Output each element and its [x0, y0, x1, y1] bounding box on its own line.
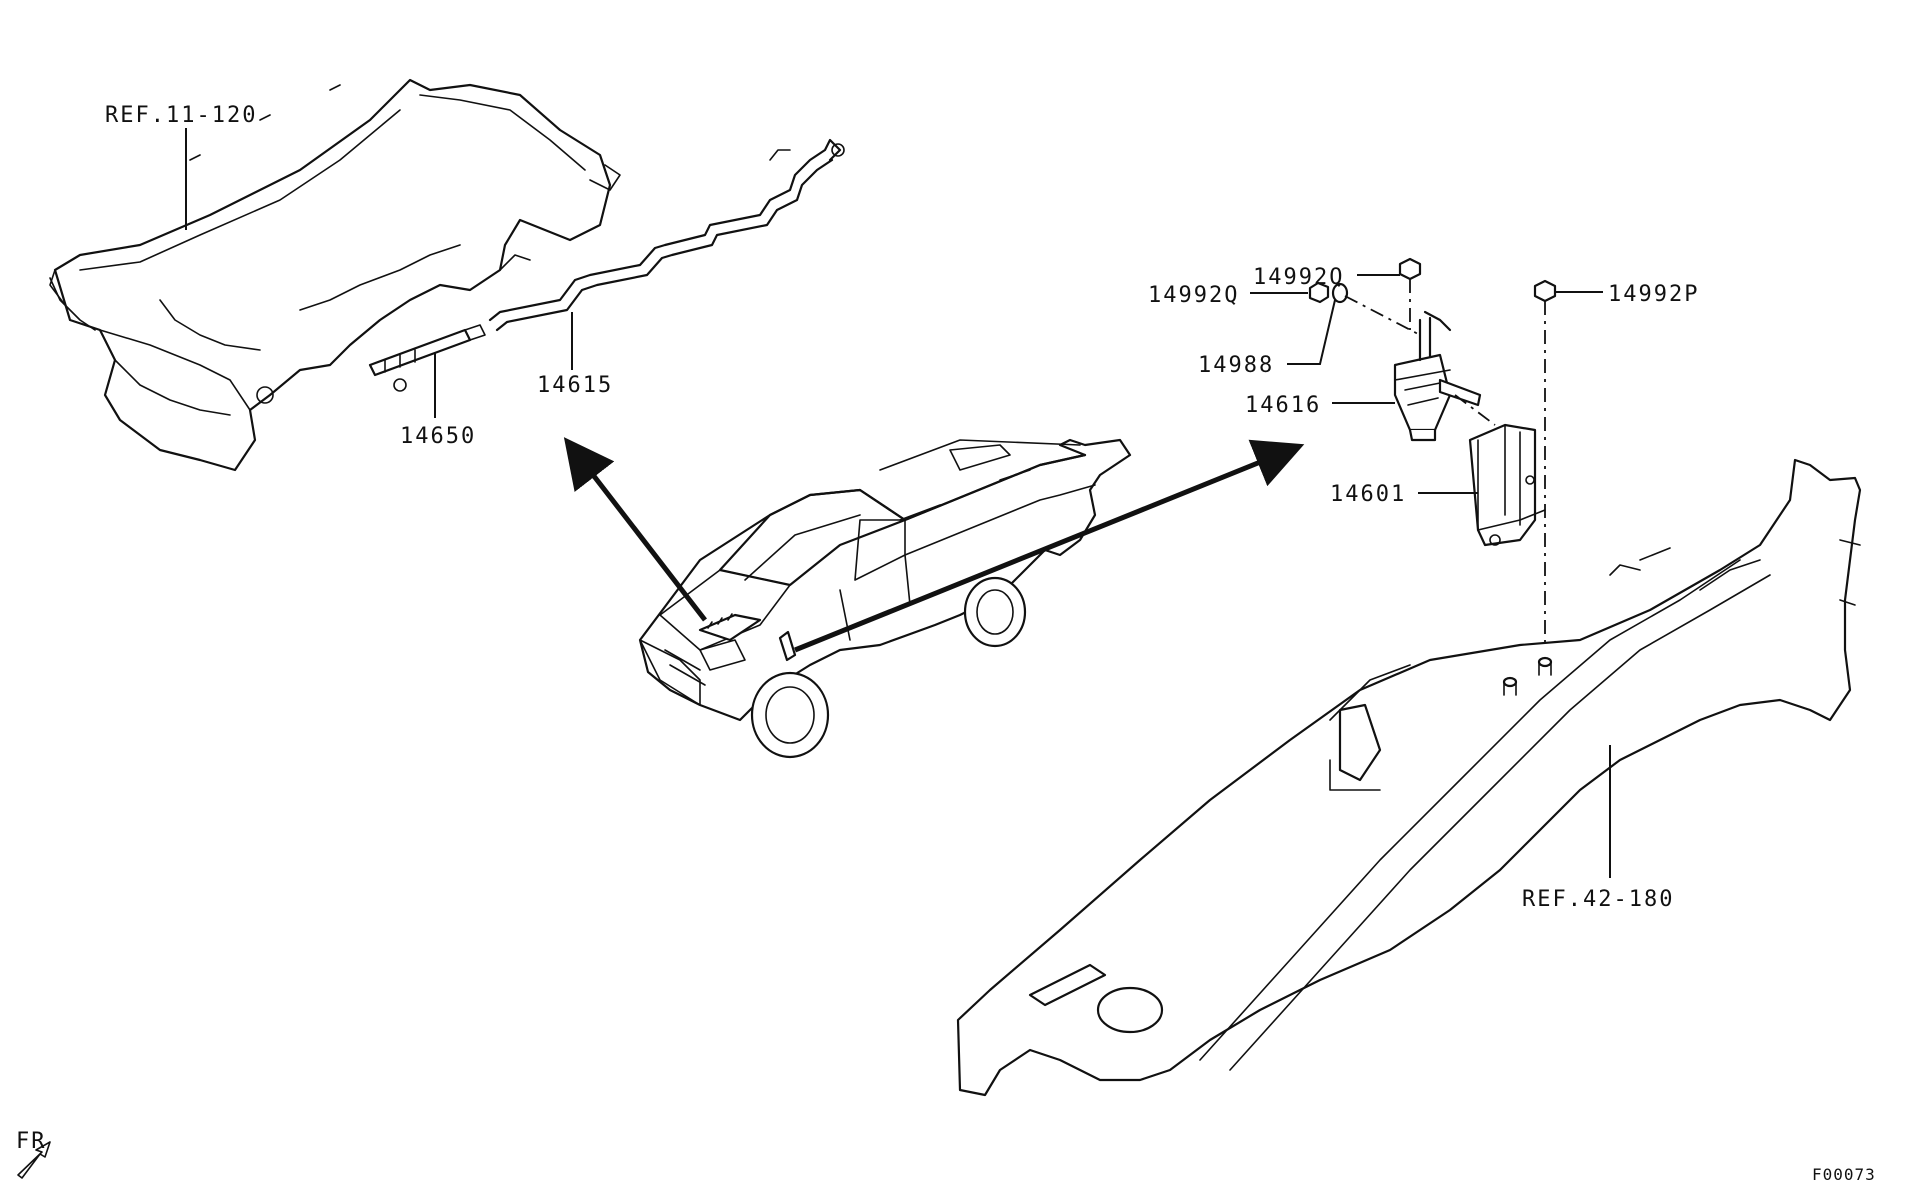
- nut-14992q-top: [1398, 257, 1422, 281]
- engine-head-illustration: [49, 78, 621, 472]
- nut-14992q-left: [1308, 281, 1330, 304]
- washer-14988: [1331, 282, 1349, 304]
- leader-14988: [1287, 299, 1336, 365]
- mount-line-bracket: [1454, 394, 1496, 426]
- glow-relay-14616: [1393, 310, 1482, 442]
- label-ref-body: REF.42-180: [1522, 887, 1674, 912]
- label-14601: 14601: [1330, 482, 1406, 507]
- bracket-14601: [1468, 423, 1546, 547]
- label-ref-engine: REF.11-120: [105, 103, 257, 128]
- mount-line-left: [1344, 295, 1421, 336]
- label-14992q-top: 14992Q: [1253, 265, 1344, 290]
- label-front: FR: [16, 1129, 47, 1154]
- pickup-truck-illustration: [638, 438, 1132, 759]
- label-14992p: 14992P: [1608, 282, 1699, 307]
- arrow-to-relay: [794, 439, 1305, 653]
- connecting-plate-14615: [488, 138, 845, 332]
- nut-14992p: [1533, 279, 1557, 303]
- glow-plug-14650: [368, 324, 486, 377]
- figure-code: F00073: [1812, 1165, 1876, 1184]
- label-14650: 14650: [400, 424, 476, 449]
- label-14616: 14616: [1245, 393, 1321, 418]
- front-direction-indicator: [17, 1141, 51, 1179]
- label-14615: 14615: [537, 373, 613, 398]
- arrow-to-engine: [563, 437, 707, 622]
- label-14992q-left: 14992Q: [1148, 283, 1239, 308]
- label-14988: 14988: [1198, 353, 1274, 378]
- body-panel-illustration: [956, 458, 1862, 1097]
